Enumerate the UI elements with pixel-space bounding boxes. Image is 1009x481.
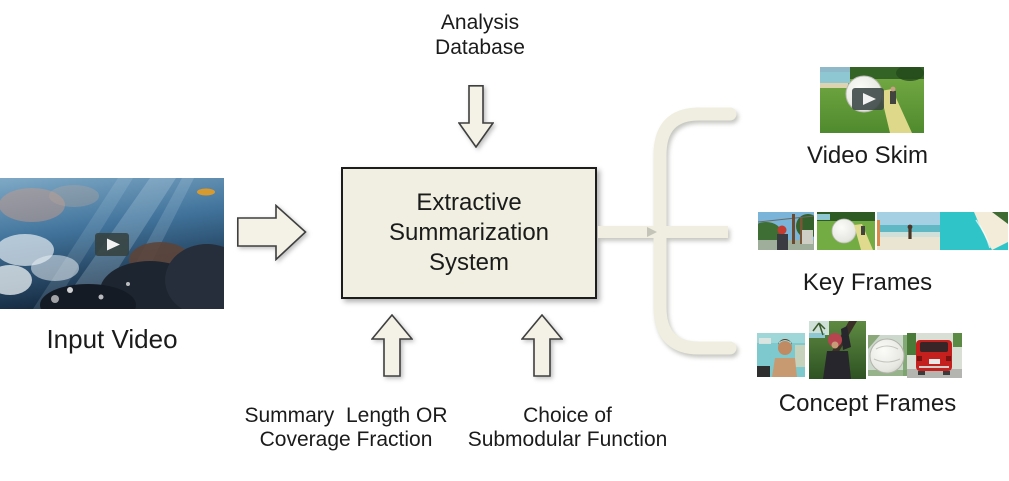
analysis-database-label: Analysis Database xyxy=(435,11,525,59)
key-frame-thumbnail-2 xyxy=(817,212,875,250)
extractive-summarization-system-box: Extractive Summarization System xyxy=(341,167,597,299)
play-icon xyxy=(852,88,884,110)
system-box-line: System xyxy=(428,249,509,276)
concept-frame-thumbnail-1 xyxy=(757,333,805,377)
submodular-arrow-icon xyxy=(521,314,563,377)
system-box-line: Extractive xyxy=(416,189,522,216)
video-skim-label: Video Skim xyxy=(807,142,928,169)
concept-frame-thumbnail-4 xyxy=(907,333,962,378)
key-frame-thumbnail-4 xyxy=(940,212,1008,250)
input-video-thumbnail xyxy=(0,178,224,309)
concept-frame-thumbnail-2 xyxy=(809,321,866,379)
key-frame-thumbnail-3 xyxy=(877,212,940,250)
system-box-line: Summarization xyxy=(388,219,550,246)
key-frame-thumbnail-1 xyxy=(758,212,814,250)
play-icon xyxy=(95,233,129,256)
output-brace xyxy=(595,95,745,365)
summary-length-arrow-icon xyxy=(371,314,413,377)
input-arrow-icon xyxy=(237,204,307,261)
concept-frames-label: Concept Frames xyxy=(778,390,957,417)
analysis-database-arrow-icon xyxy=(458,85,494,148)
video-skim-thumbnail xyxy=(820,67,924,133)
key-frames-label: Key Frames xyxy=(802,269,933,296)
summary-length-label: Summary Length OR Coverage Fraction xyxy=(244,404,448,451)
input-video-label: Input Video xyxy=(46,324,178,354)
concept-frame-thumbnail-3 xyxy=(868,335,909,376)
submodular-label: Choice of Submodular Function xyxy=(467,404,668,451)
